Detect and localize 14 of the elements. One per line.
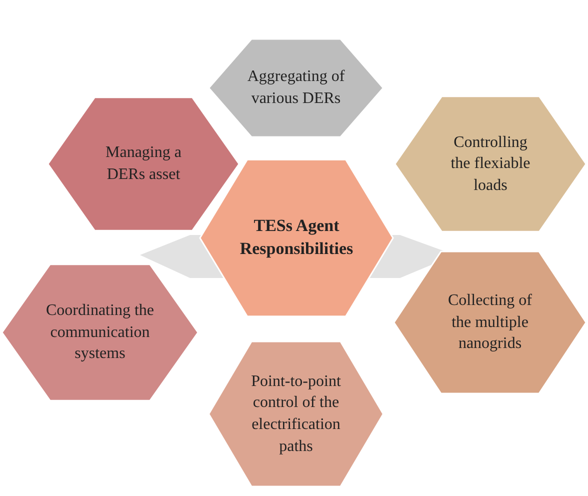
hexagon bbox=[393, 95, 588, 233]
hexagon-text: Coordinating the communication systems bbox=[45, 301, 155, 364]
hexagon bbox=[207, 340, 385, 488]
hexagon bbox=[207, 38, 385, 138]
hexagon-text: Aggregating of various DERs bbox=[246, 67, 346, 109]
hexagon-text: Point-to-point control of the electrification paths bbox=[250, 372, 342, 457]
center-hexagon bbox=[198, 158, 395, 318]
hexagon bbox=[0, 263, 200, 402]
hexagon bbox=[46, 96, 241, 232]
hexagon bbox=[392, 250, 588, 395]
hexagon-text: Managing a DERs asset bbox=[104, 143, 182, 185]
center-title: TESs Agent Responsibilities bbox=[238, 215, 354, 260]
hexagon-text: Controlling the flexiable loads bbox=[450, 132, 532, 196]
hexagon-text: Collecting of the multiple nanogrids bbox=[447, 291, 533, 354]
